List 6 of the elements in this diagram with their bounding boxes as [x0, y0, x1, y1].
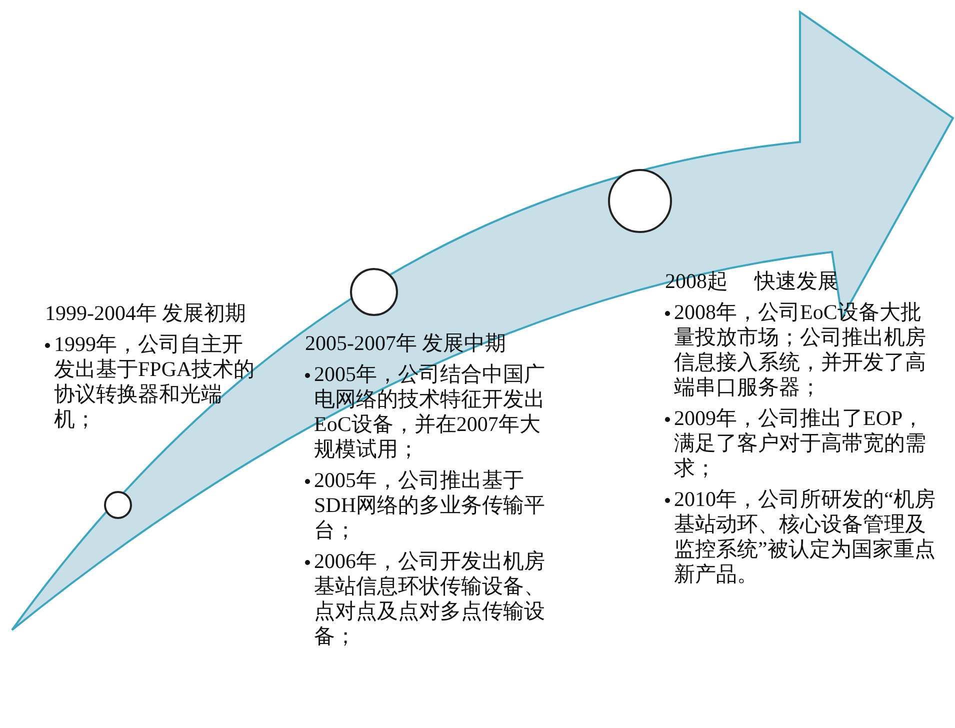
period-heading: 1999-2004年 发展初期	[45, 300, 248, 326]
milestone-text: 1999年，公司自主开发出基于FPGA技术的协议转换器和光端机；	[54, 332, 256, 432]
milestone-text: 2005年，公司推出基于SDH网络的多业务传输平台；	[314, 468, 546, 543]
milestone-text: 2010年，公司所研发的“机房基站动环、核心设备管理及监控系统”被认定为国家重点新产品。	[674, 487, 936, 587]
milestone-text: 2009年，公司推出了EOP，满足了客户对于高带宽的需求；	[674, 406, 927, 481]
milestone-text: 2006年，公司开发出机房基站信息环状传输设备、点对点及点对多点传输设备；	[314, 549, 546, 649]
